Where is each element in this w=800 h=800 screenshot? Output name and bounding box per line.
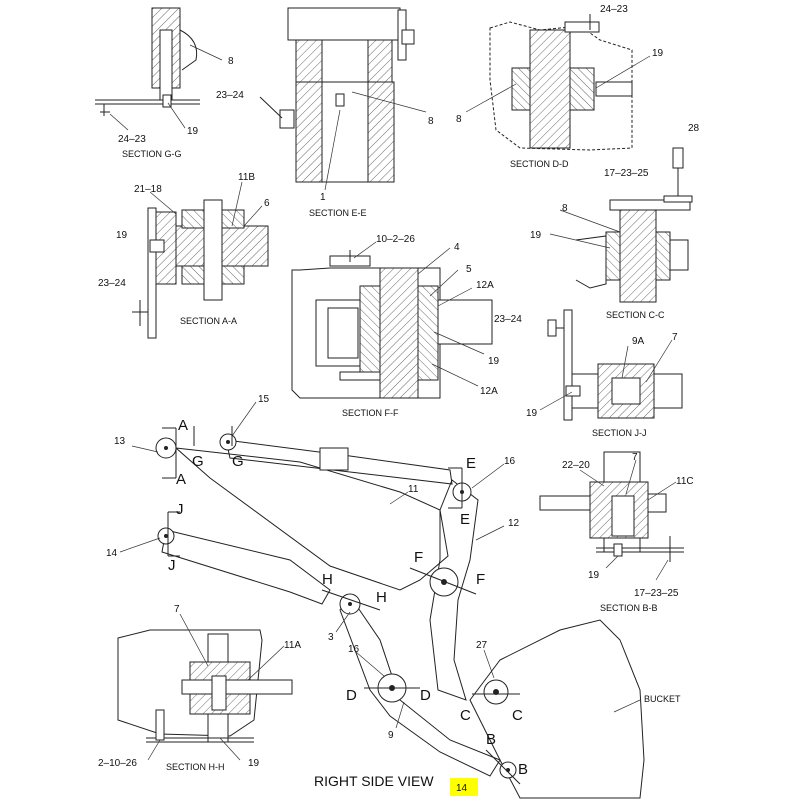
cut-label-a-top: A	[178, 417, 188, 434]
section-d-d	[465, 14, 651, 151]
label-11: 11	[408, 484, 419, 495]
cutting-plane-lines	[162, 426, 521, 785]
title-section-g-g: SECTION G-G	[122, 149, 182, 159]
title-section-e-e: SECTION E-E	[309, 208, 367, 218]
label-dd-19: 19	[652, 48, 664, 59]
label-bb-22-20: 22–20	[562, 460, 590, 471]
label-14: 14	[106, 548, 118, 559]
label-27: 27	[476, 640, 488, 651]
label-aa-21-18: 21–18	[134, 184, 162, 195]
title-section-f-f: SECTION F-F	[342, 408, 399, 418]
label-ff-5: 5	[466, 264, 472, 275]
section-g-g	[95, 7, 223, 131]
title-section-h-h: SECTION H-H	[166, 762, 225, 772]
view-title: RIGHT SIDE VIEW	[314, 773, 434, 789]
label-cc-19: 19	[530, 230, 542, 241]
label-cc-17-23-25: 17–23–25	[604, 168, 649, 179]
page-number: 14	[456, 783, 468, 794]
title-section-b-b: SECTION B-B	[600, 603, 658, 613]
label-bb-19: 19	[588, 570, 600, 581]
label-jj-9a: 9A	[632, 336, 645, 347]
label-ff-19: 19	[488, 356, 500, 367]
title-section-c-c: SECTION C-C	[606, 310, 665, 320]
section-a-a	[132, 181, 269, 339]
cut-label-b-top: B	[486, 731, 496, 748]
cut-label-a-bottom: A	[176, 471, 186, 488]
label-16-lower: 16	[348, 644, 360, 655]
page-number-highlight	[450, 778, 478, 796]
label-12: 12	[508, 518, 520, 529]
label-ee-23-24: 23–24	[216, 90, 244, 101]
label-15: 15	[258, 394, 270, 405]
label-gg-19: 19	[187, 126, 199, 137]
label-jj-7: 7	[672, 332, 678, 343]
label-cc-28: 28	[688, 123, 700, 134]
title-section-d-d: SECTION D-D	[510, 159, 569, 169]
label-gg-8: 8	[228, 56, 234, 67]
label-ff-10-2-26: 10–2–26	[376, 234, 415, 245]
cut-label-f-right: F	[476, 571, 485, 588]
cut-label-e-bottom: E	[460, 511, 470, 528]
label-jj-19: 19	[526, 408, 538, 419]
label-hh-2-10-26: 2–10–26	[98, 758, 137, 769]
label-hh-11a: 11A	[284, 640, 301, 651]
label-gg-24-23: 24–23	[118, 134, 146, 145]
cut-label-j-bottom: J	[168, 557, 176, 574]
cut-label-j-top: J	[176, 501, 184, 518]
label-ff-12a-top: 12A	[476, 280, 494, 291]
section-f-f	[291, 241, 493, 399]
label-aa-11b: 11B	[238, 172, 255, 183]
cut-label-g-right: G	[232, 453, 244, 470]
cut-label-c-right: C	[512, 707, 523, 724]
section-b-b	[539, 451, 684, 581]
label-cc-8: 8	[562, 203, 568, 214]
cut-label-g-left: G	[192, 453, 204, 470]
section-c-c	[549, 147, 693, 303]
label-ff-4: 4	[454, 242, 460, 253]
label-bb-7: 7	[632, 452, 638, 463]
label-dd-8: 8	[456, 114, 462, 125]
linkage-main-view	[119, 401, 645, 799]
cut-label-h-right: H	[376, 589, 387, 606]
label-9: 9	[388, 730, 394, 741]
cut-label-d-right: D	[420, 687, 431, 704]
label-hh-19: 19	[248, 758, 260, 769]
title-section-j-j: SECTION J-J	[592, 428, 647, 438]
label-aa-6: 6	[264, 198, 270, 209]
cut-label-e-top: E	[466, 455, 476, 472]
label-ee-1: 1	[320, 192, 326, 203]
cut-label-c-left: C	[460, 707, 471, 724]
section-j-j	[539, 309, 683, 421]
label-bucket: BUCKET	[644, 694, 681, 704]
section-h-h	[117, 613, 293, 761]
title-section-a-a: SECTION A-A	[180, 316, 237, 326]
label-13: 13	[114, 436, 126, 447]
label-ff-12a-bottom: 12A	[480, 386, 498, 397]
cut-label-f-left: F	[414, 549, 423, 566]
label-aa-19: 19	[116, 230, 128, 241]
cut-label-d-left: D	[346, 687, 357, 704]
label-bb-11c: 11C	[676, 476, 694, 487]
label-hh-7: 7	[174, 604, 180, 615]
label-jj-23-24: 23–24	[494, 314, 522, 325]
label-dd-24-23: 24–23	[600, 4, 628, 15]
section-e-e	[259, 7, 427, 191]
label-aa-23-24: 23–24	[98, 278, 126, 289]
label-bb-17-23-25: 17–23–25	[634, 588, 679, 599]
label-3: 3	[328, 632, 334, 643]
cut-label-b-bottom: B	[518, 761, 528, 778]
label-ee-8: 8	[428, 116, 434, 127]
label-16-upper: 16	[504, 456, 516, 467]
cut-label-h-left: H	[322, 571, 333, 588]
